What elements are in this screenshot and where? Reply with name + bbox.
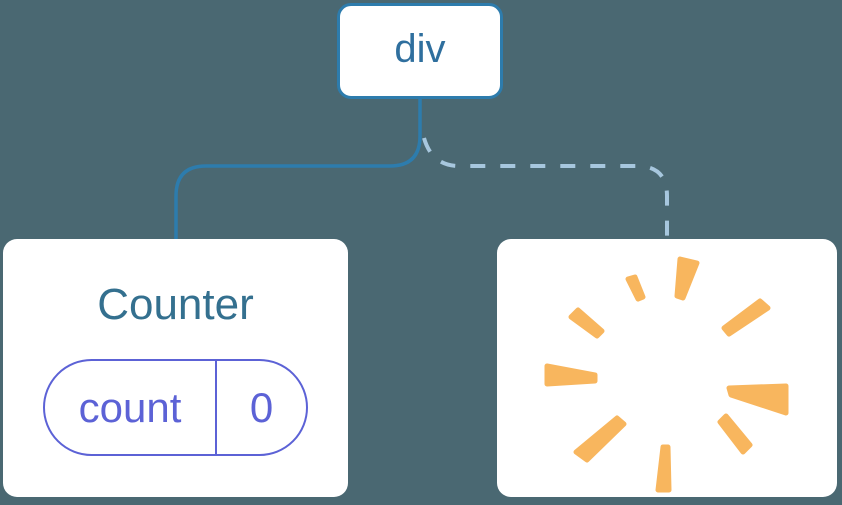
state-name: count xyxy=(45,361,217,454)
state-value: 0 xyxy=(249,383,274,431)
edge-dashed xyxy=(422,137,669,239)
state-pill: count 0 xyxy=(43,359,308,456)
tree-node-removed xyxy=(497,239,837,497)
tree-node-div: div xyxy=(337,3,503,99)
poof-burst-icon xyxy=(544,256,789,493)
counter-title: Counter xyxy=(97,280,254,329)
div-node-label: div xyxy=(394,27,446,71)
edge-solid xyxy=(174,99,422,239)
tree-node-counter: Counter count 0 xyxy=(3,239,348,497)
